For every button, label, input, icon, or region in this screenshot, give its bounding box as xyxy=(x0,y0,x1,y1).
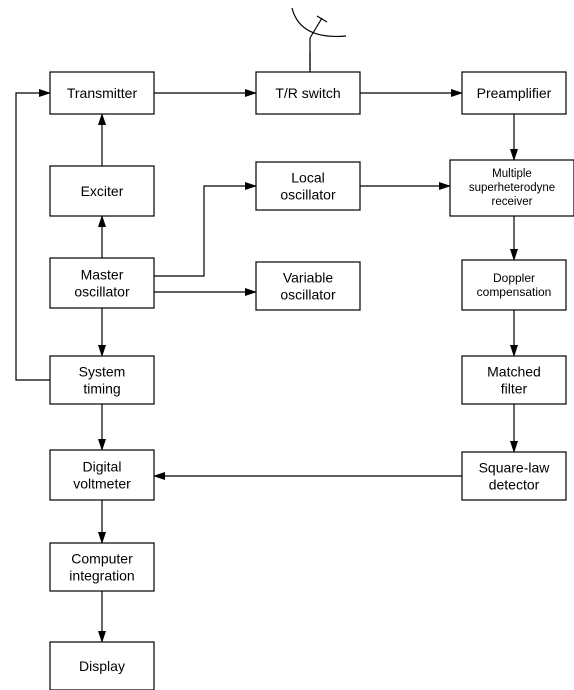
block-frame xyxy=(49,355,155,405)
block-label: compensation xyxy=(477,285,552,299)
block-label: Square-law xyxy=(479,460,551,476)
block-label: Master xyxy=(81,267,124,283)
block-frame xyxy=(49,257,155,309)
block-tr-switch: T/R switch xyxy=(255,71,361,115)
arrow-system-timing-to-transmitter xyxy=(15,89,51,381)
block-transmitter: Transmitter xyxy=(49,71,155,115)
block-frame xyxy=(49,165,155,217)
block-frame xyxy=(461,451,567,501)
block-label: Computer xyxy=(71,551,133,567)
block-label: Display xyxy=(79,658,125,674)
block-label: superheterodyne xyxy=(469,182,555,194)
block-label: Local xyxy=(291,170,324,186)
blocks: Transmitter T/R switch PreamplifierExciter… xyxy=(49,71,574,690)
block-label: Matched xyxy=(487,364,541,380)
arrow-master-oscillator-to-local-oscillator xyxy=(154,182,257,277)
block-label: detector xyxy=(489,476,540,492)
block-frame xyxy=(49,71,155,115)
block-label: Transmitter xyxy=(67,85,138,101)
block-frame xyxy=(255,71,361,115)
dish-antenna-icon xyxy=(291,7,347,70)
block-label: oscillator xyxy=(74,283,130,299)
block-label: integration xyxy=(69,567,134,583)
block-frame xyxy=(49,641,155,690)
block-frame xyxy=(255,161,361,211)
block-frame xyxy=(461,71,567,115)
block-label: oscillator xyxy=(280,186,336,202)
block-label: timing xyxy=(83,380,120,396)
block-label: T/R switch xyxy=(275,85,340,101)
block-label: receiver xyxy=(492,196,533,208)
block-preamplifier: Preamplifier xyxy=(461,71,567,115)
block-frame xyxy=(49,542,155,592)
block-exciter: Exciter xyxy=(49,165,155,217)
block-label: oscillator xyxy=(280,286,336,302)
block-frame xyxy=(49,449,155,501)
block-label: Variable xyxy=(283,270,334,286)
block-display: Display xyxy=(49,641,155,690)
block-frame xyxy=(461,259,567,311)
block-label: Digital xyxy=(83,459,122,475)
block-label: Multiple xyxy=(492,168,532,180)
block-label: Doppler xyxy=(493,271,535,285)
connections xyxy=(15,52,518,643)
block-label: Preamplifier xyxy=(477,85,552,101)
block-frame xyxy=(449,159,574,217)
block-label: voltmeter xyxy=(73,475,131,491)
block-label: filter xyxy=(501,380,528,396)
block-frame xyxy=(255,261,361,311)
block-label: System xyxy=(79,364,126,380)
block-frame xyxy=(461,355,567,405)
block-receiver: Multiple superheterodyne receiver xyxy=(449,159,574,217)
block-label: Exciter xyxy=(81,183,124,199)
